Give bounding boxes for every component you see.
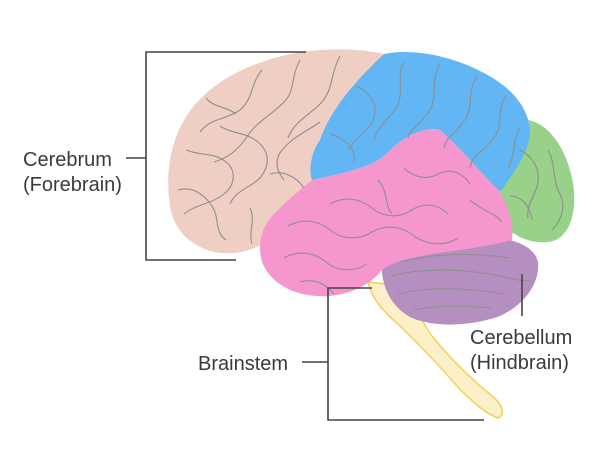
leader-lines [126, 51, 523, 421]
cerebrum-label: Cerebrum (Forebrain) [23, 148, 122, 198]
frontal-lobe [168, 49, 384, 254]
brainstem-leader [302, 287, 484, 421]
cerebellum-label-line1: Cerebellum [470, 327, 573, 349]
brainstem-label-line1: Brainstem [198, 353, 289, 375]
cerebrum-folds [177, 55, 564, 295]
cerebellum-label: Cerebellum (Hindbrain) [470, 326, 572, 376]
cerebrum-label-line2: (Forebrain) [23, 174, 122, 196]
cerebrum-leader [126, 51, 306, 261]
cerebellum-folds [391, 254, 533, 311]
cerebellum-region [381, 236, 539, 325]
cerebrum-label-line1: Cerebrum [23, 149, 112, 171]
cerebellum-label-line2: (Hindbrain) [470, 352, 569, 374]
brainstem-label: Brainstem [198, 352, 288, 377]
brainstem-region [367, 281, 503, 419]
